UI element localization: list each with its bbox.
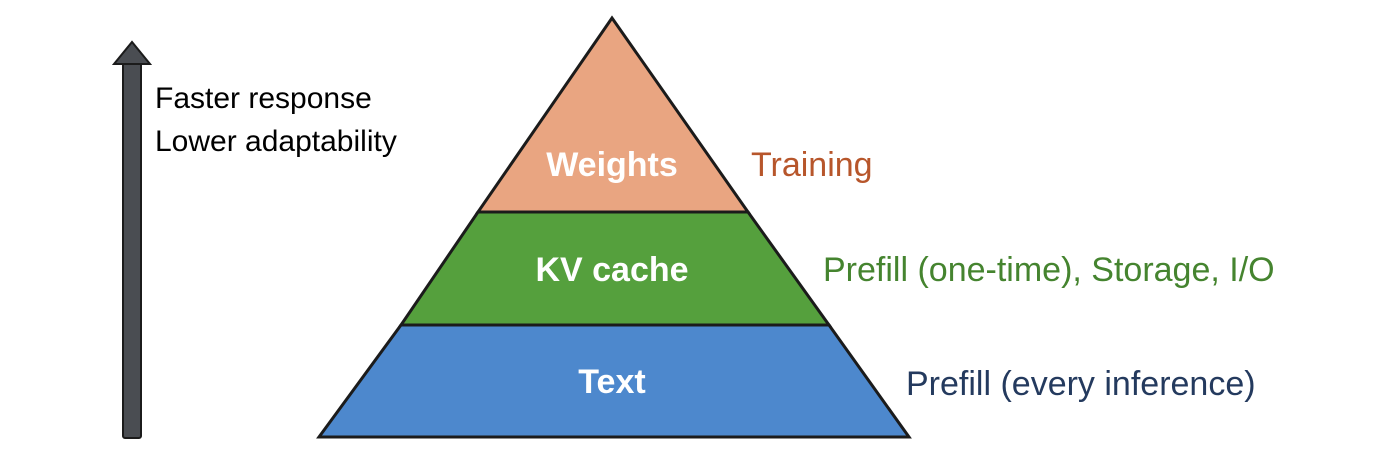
cost-label-training: Training	[751, 146, 873, 184]
cost-label-prefill-every: Prefill (every inference)	[906, 365, 1256, 403]
tier-label-kv-cache: KV cache	[535, 251, 688, 289]
arrow-caption-line1: Faster response	[155, 82, 372, 115]
tier-label-text: Text	[578, 363, 645, 401]
up-arrow-icon	[111, 40, 153, 439]
tier-label-weights: Weights	[546, 146, 678, 184]
arrow-shaft	[122, 61, 142, 439]
arrow-head	[111, 40, 153, 65]
tier-text	[316, 323, 912, 439]
cost-label-prefill-one-time: Prefill (one-time), Storage, I/O	[823, 251, 1275, 289]
arrow-caption-line2: Lower adaptability	[155, 125, 397, 158]
